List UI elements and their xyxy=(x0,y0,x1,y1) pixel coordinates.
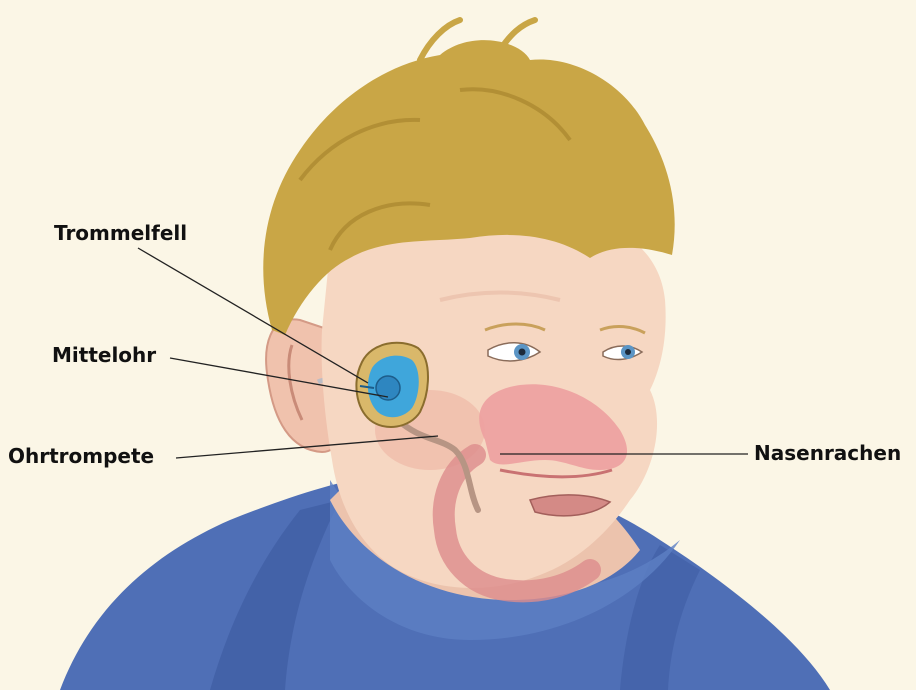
middle-ear-cutaway xyxy=(356,343,428,427)
label-ohrtrompete: Ohrtrompete xyxy=(8,446,154,466)
label-trommelfell: Trommelfell xyxy=(54,223,187,243)
label-mittelohr: Mittelohr xyxy=(52,345,156,365)
label-nasenrachen: Nasenrachen xyxy=(754,443,901,463)
